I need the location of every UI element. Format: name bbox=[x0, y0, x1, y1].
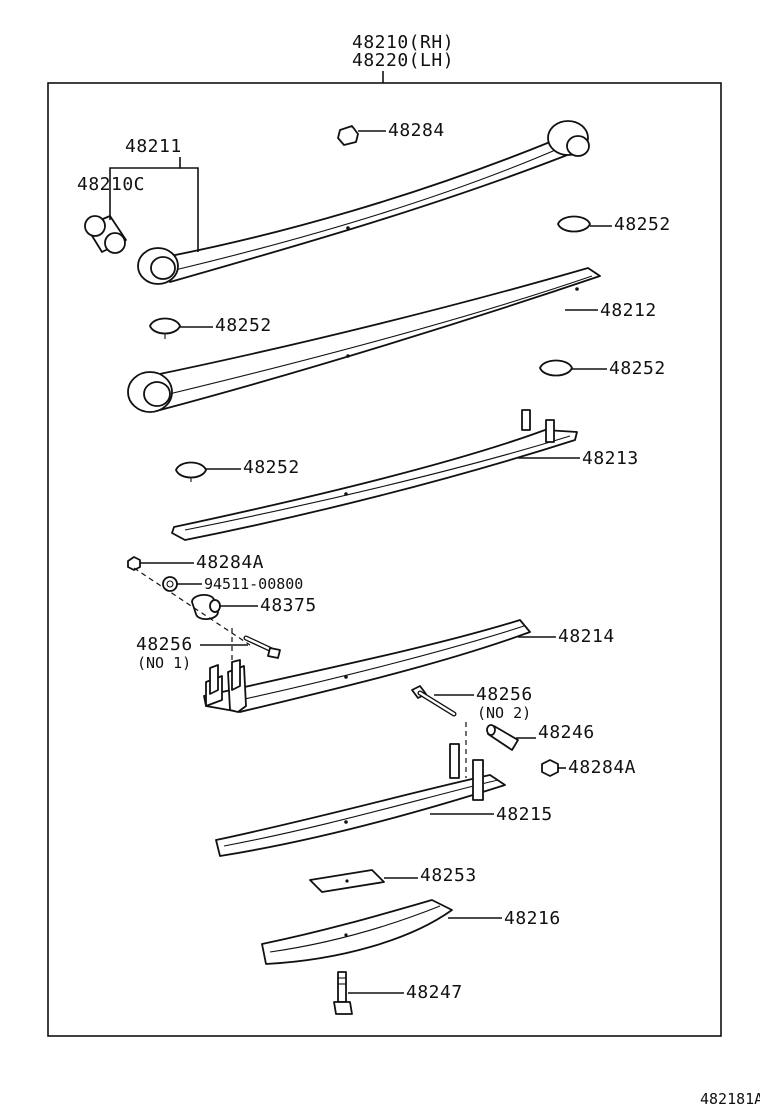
plate-48253 bbox=[309, 869, 385, 893]
leader-48211-leaf bbox=[180, 167, 199, 252]
label-48216: 48216 bbox=[504, 908, 561, 929]
label-94511-00800: 94511-00800 bbox=[204, 575, 303, 593]
label-48375: 48375 bbox=[260, 595, 317, 616]
label-48252-b: 48252 bbox=[215, 315, 272, 336]
bolt-48256-no1 bbox=[243, 635, 281, 659]
bushing-48375 bbox=[191, 594, 221, 620]
label-48284a-bottom: 48284A bbox=[568, 757, 636, 778]
fifth-leaf-48215 bbox=[215, 743, 506, 857]
header-part-rh: 48210(RH) bbox=[352, 32, 454, 53]
sixth-leaf-48216 bbox=[261, 899, 453, 965]
center-bolt-48247 bbox=[333, 971, 353, 1015]
label-48212: 48212 bbox=[600, 300, 657, 321]
main-leaf-48211 bbox=[137, 120, 590, 285]
label-48213: 48213 bbox=[582, 448, 639, 469]
label-48252-a: 48252 bbox=[614, 214, 671, 235]
leader-48211-bushing bbox=[109, 157, 181, 220]
second-leaf-48212 bbox=[127, 267, 601, 413]
label-48214: 48214 bbox=[558, 626, 615, 647]
header-part-lh: 48220(LH) bbox=[352, 50, 454, 71]
third-leaf-48213 bbox=[171, 409, 578, 541]
fourth-leaf-48214 bbox=[203, 619, 531, 713]
label-48284a-top: 48284A bbox=[196, 552, 264, 573]
label-48253: 48253 bbox=[420, 865, 477, 886]
label-48247: 48247 bbox=[406, 982, 463, 1003]
label-48252-c: 48252 bbox=[609, 358, 666, 379]
label-48256-no2: 48256 bbox=[476, 684, 533, 705]
clip-48252-c bbox=[539, 359, 573, 377]
figure-code: 482181A bbox=[700, 1090, 760, 1108]
clip-48252-a bbox=[557, 215, 591, 233]
nut-48284 bbox=[337, 125, 359, 146]
nut-48284a-bottom bbox=[541, 759, 559, 777]
bolt-48256-no2 bbox=[411, 685, 457, 717]
clip-48252-b bbox=[149, 317, 181, 339]
label-48256-no1: 48256 bbox=[136, 634, 193, 655]
label-no1: (NO 1) bbox=[137, 654, 191, 672]
diagram-frame bbox=[47, 82, 722, 1037]
nut-48284a-top bbox=[127, 556, 141, 571]
label-48211: 48211 bbox=[125, 136, 182, 157]
clip-48252-d bbox=[175, 461, 207, 482]
label-48215: 48215 bbox=[496, 804, 553, 825]
pin-48246 bbox=[486, 724, 519, 751]
bushing-48210c bbox=[84, 215, 127, 254]
label-no2: (NO 2) bbox=[477, 704, 531, 722]
label-48252-d: 48252 bbox=[243, 457, 300, 478]
label-48246: 48246 bbox=[538, 722, 595, 743]
label-48210c: 48210C bbox=[77, 174, 145, 195]
label-48284: 48284 bbox=[388, 120, 445, 141]
